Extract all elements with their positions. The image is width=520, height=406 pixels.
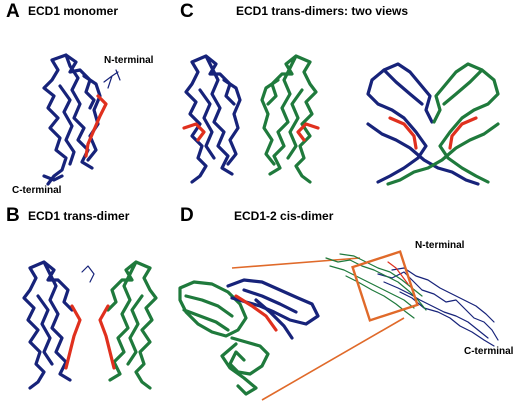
panel-a-n-terminal-label: N-terminal	[104, 55, 154, 66]
panel-c-title: ECD1 trans-dimers: two views	[236, 4, 409, 18]
panel-b-letter: B	[6, 205, 20, 226]
panel-a-letter: A	[6, 1, 20, 22]
panel-d-zoomed-ribbon	[178, 278, 320, 396]
panel-d-c-terminal-label: C-terminal	[464, 346, 514, 357]
panel-d-title: ECD1-2 cis-dimer	[234, 209, 334, 223]
panel-b-title: ECD1 trans-dimer	[28, 209, 130, 223]
panel-d-zoom-lines	[231, 257, 405, 401]
panel-b-dimer-ribbon	[22, 260, 158, 390]
panel-d-highlight-red	[387, 261, 409, 285]
panel-d-full-chain-green	[325, 253, 427, 319]
panel-d-n-terminal-label: N-terminal	[415, 240, 465, 251]
panel-d-full-chain-blue	[377, 267, 499, 347]
panel-a-monomer-ribbon	[42, 53, 121, 186]
panel-d-letter: D	[180, 205, 194, 226]
panel-a-title: ECD1 monomer	[28, 4, 119, 18]
panel-d-zoom-box	[351, 250, 419, 322]
panel-c-dimer-side-ribbon	[366, 62, 500, 186]
panel-c-letter: C	[180, 1, 194, 22]
panel-c-dimer-front-ribbon	[182, 54, 320, 184]
panel-a-c-terminal-label: C-terminal	[12, 185, 62, 196]
